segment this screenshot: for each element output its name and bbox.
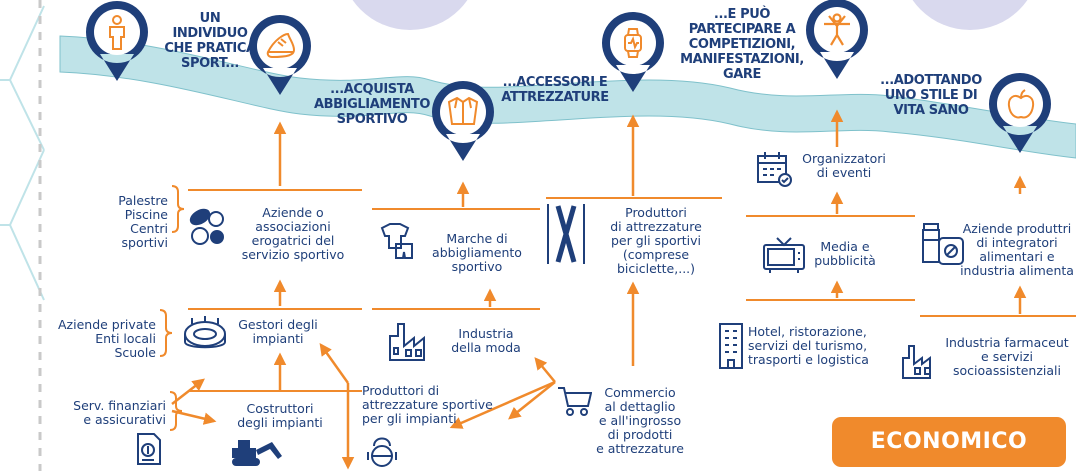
decor-circle <box>912 0 1028 30</box>
apple-icon <box>1007 89 1035 119</box>
factory-icon <box>389 323 425 361</box>
excavator-icon <box>232 440 282 466</box>
supplements-icon <box>922 223 964 265</box>
kettlebell-icon <box>367 437 397 467</box>
calendar-icon <box>757 152 792 187</box>
stadium-icon <box>184 316 226 349</box>
economico-badge: ECONOMICO <box>832 417 1066 467</box>
skis-icon <box>547 204 585 264</box>
sport-balls-icon <box>189 208 224 245</box>
finance-document-icon <box>137 433 161 465</box>
jacket-icon <box>447 96 479 125</box>
athlete-finish-icon <box>824 13 850 46</box>
running-shoe-icon <box>266 32 296 59</box>
shopping-cart-icon <box>558 387 592 416</box>
decor-circle <box>352 0 468 30</box>
label-hotel: Hotel, ristorazione,servizi del turismo,… <box>748 324 869 367</box>
hotel-building-icon <box>719 323 743 369</box>
river-path <box>59 35 1076 159</box>
smartwatch-icon <box>624 28 642 58</box>
person-icon <box>109 15 125 50</box>
sportswear-icon <box>380 223 413 259</box>
tv-icon <box>763 237 805 273</box>
pharma-factory-icon <box>902 345 931 379</box>
